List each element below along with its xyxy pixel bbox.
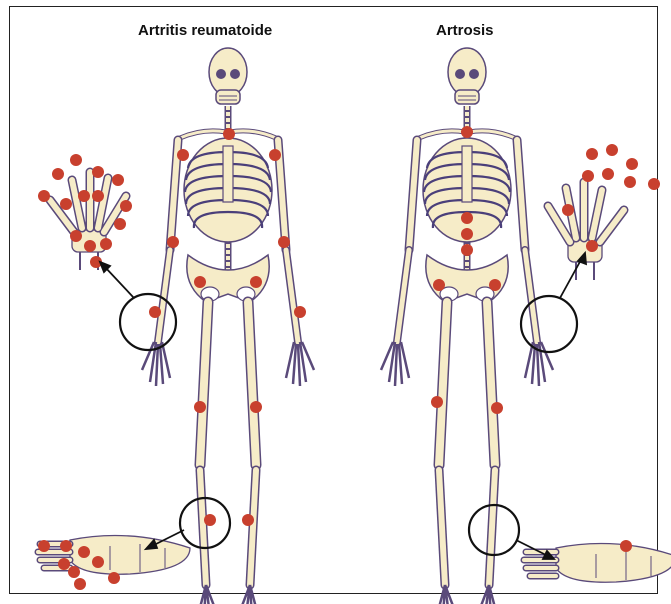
foot-detail-right (524, 544, 671, 583)
hand-detail-right (548, 182, 624, 280)
foot-markers-right (620, 540, 632, 552)
magnifier-circles (120, 294, 577, 555)
hand-detail-left (50, 172, 126, 270)
